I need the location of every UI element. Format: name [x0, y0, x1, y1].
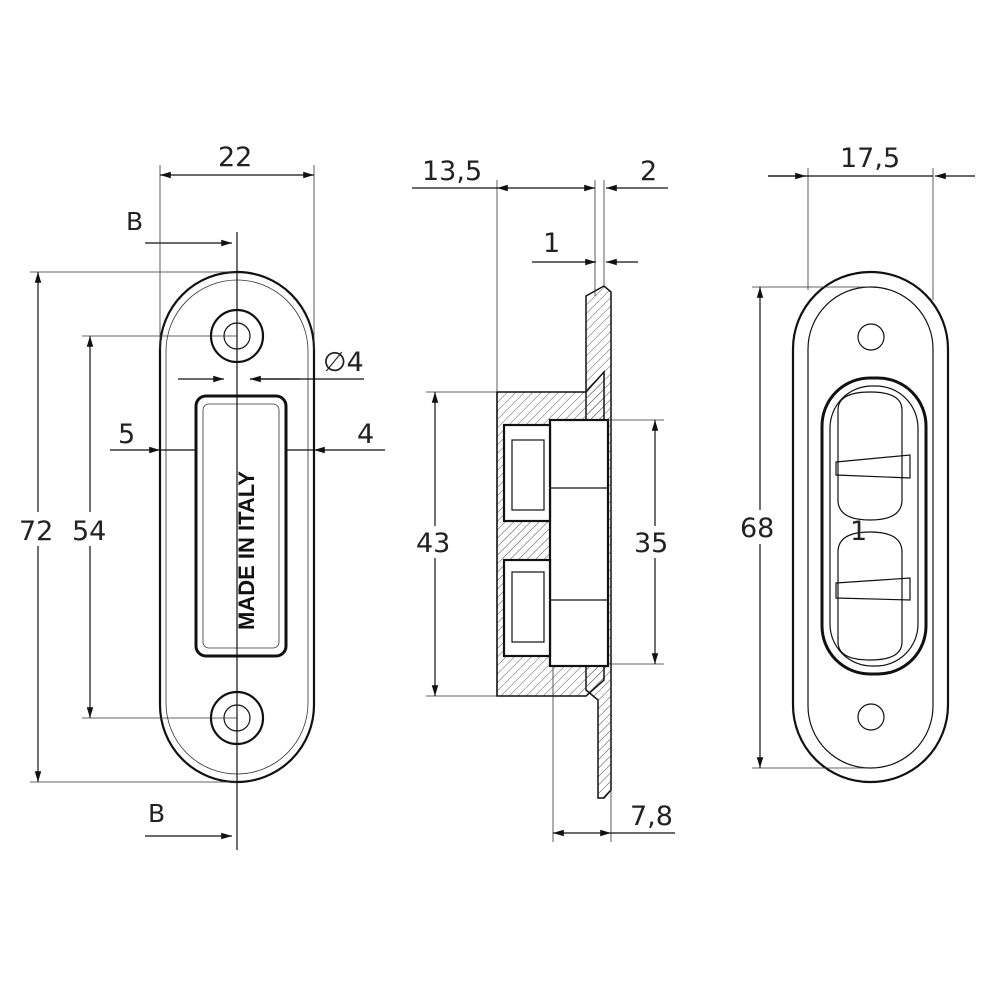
back-bottom-hole	[857, 703, 885, 731]
section-label-bottom: B	[148, 799, 165, 828]
side-view: 13,5 2 1 43 35 7,8	[412, 156, 676, 842]
front-window	[194, 394, 288, 658]
dim-side-body-height: 43	[416, 528, 450, 559]
made-in-italy-stamp: MADE IN ITALY	[234, 471, 259, 630]
back-view: 1 17,5 68	[738, 143, 975, 784]
front-view: MADE IN ITALY B B 22 72 54 ∅4 5	[16, 142, 385, 850]
back-top-hole	[857, 323, 885, 351]
dim-hole-spacing: 54	[72, 516, 106, 547]
dim-side-inner-height: 35	[634, 528, 668, 559]
dim-front-width: 22	[218, 142, 252, 173]
dim-side-depth: 13,5	[422, 156, 482, 187]
dim-back-height: 68	[740, 513, 774, 544]
dim-side-projection: 7,8	[630, 801, 673, 832]
dim-offset-left: 5	[118, 419, 135, 450]
side-magnet-upper	[502, 423, 552, 523]
back-marking: 1	[850, 516, 867, 547]
dim-side-flange: 2	[640, 156, 657, 187]
dim-offset-right: 4	[357, 419, 374, 450]
section-label-top: B	[126, 207, 143, 236]
dim-front-height: 72	[19, 516, 53, 547]
back-plate-inner	[807, 286, 934, 769]
back-slot	[820, 376, 928, 676]
dim-side-plate: 1	[543, 228, 560, 259]
dim-back-width: 17,5	[840, 143, 900, 174]
dim-hole-diameter: ∅4	[323, 347, 364, 378]
